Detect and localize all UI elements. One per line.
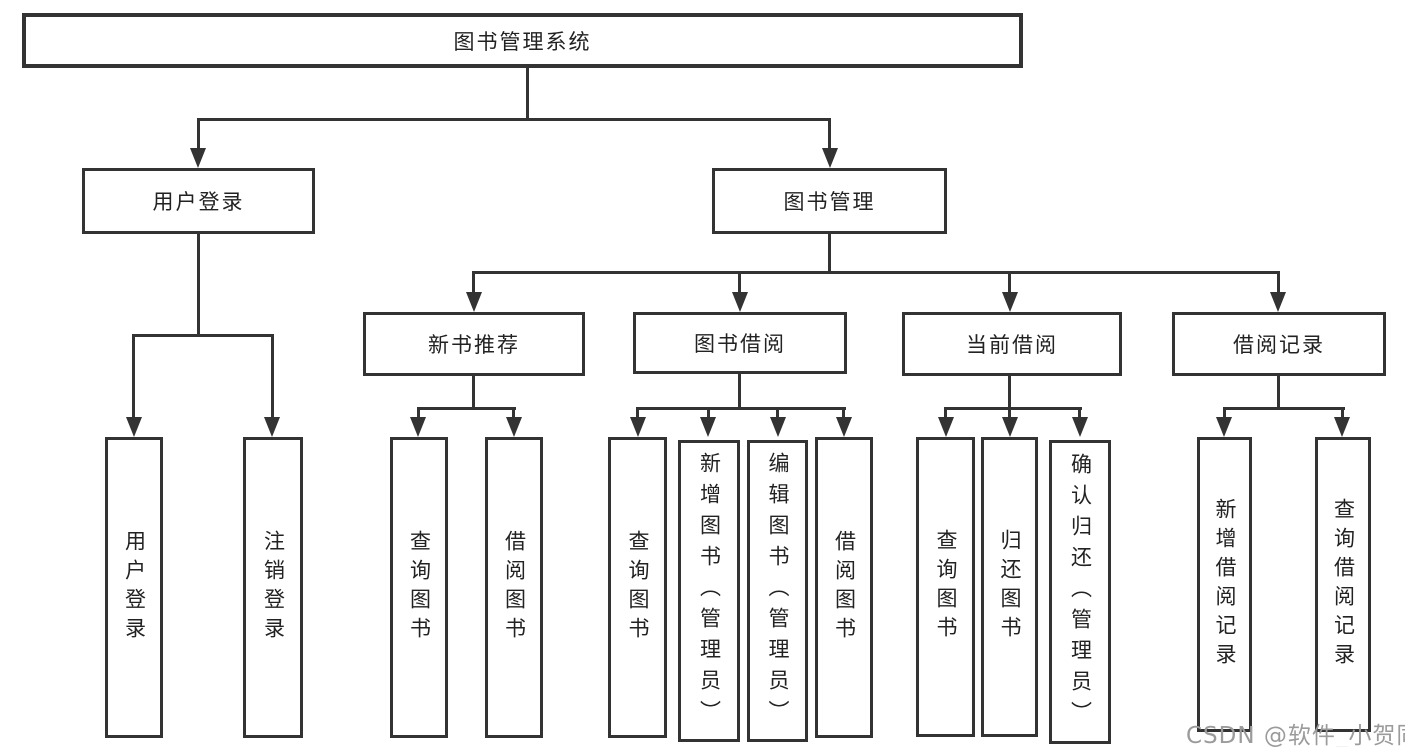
leaf-label: 查询图书 — [934, 529, 958, 645]
arrow-down-icon — [1002, 417, 1018, 437]
connector-line — [1008, 271, 1011, 295]
arrow-down-icon — [1216, 417, 1232, 437]
connector-line — [526, 66, 529, 121]
leaf-records-add-record: 新增借阅记录 — [1197, 437, 1252, 732]
leaf-label: 新增借阅记录 — [1213, 497, 1237, 672]
leaf-label: 查询借阅记录 — [1331, 497, 1356, 672]
leaf-current-return-books: 归还图书 — [981, 437, 1038, 737]
connector-line — [472, 271, 1280, 274]
leaf-label: 借阅图书 — [832, 529, 857, 646]
arrow-down-icon — [1270, 292, 1286, 312]
connector-line — [828, 118, 831, 151]
connector-line — [707, 407, 710, 419]
leaf-current-query-books: 查询图书 — [916, 437, 975, 737]
connector-line — [417, 407, 420, 419]
watermark: CSDN @软件_小贺同学 — [1186, 723, 1405, 747]
node-label: 新书推荐 — [428, 333, 520, 357]
arrow-down-icon — [700, 417, 716, 437]
leaf-logout: 注销登录 — [243, 437, 303, 738]
leaf-recommend-borrow-books: 借阅图书 — [485, 437, 543, 738]
connector-line — [828, 233, 831, 273]
connector-line — [738, 271, 741, 295]
leaf-label: 归还图书 — [998, 529, 1022, 645]
connector-line — [776, 407, 779, 419]
node-current-borrowing: 当前借阅 — [902, 312, 1122, 376]
connector-line — [132, 334, 274, 337]
node-book-borrowing: 图书借阅 — [633, 312, 847, 374]
node-label: 图书管理系统 — [453, 29, 592, 54]
leaf-borrowing-add-books-admin: 新增图书（管理员） — [678, 440, 740, 742]
arrow-down-icon — [938, 417, 954, 437]
connector-line — [1078, 407, 1081, 419]
connector-line — [197, 118, 200, 151]
node-root-library-system: 图书管理系统 — [22, 13, 1023, 68]
connector-line — [1008, 375, 1011, 421]
connector-line — [636, 407, 846, 410]
leaf-current-confirm-return-admin: 确认归还（管理员） — [1049, 440, 1111, 744]
connector-line — [197, 118, 831, 121]
arrow-down-icon — [126, 417, 142, 437]
connector-line — [1223, 407, 1345, 410]
arrow-down-icon — [1002, 292, 1018, 312]
connector-line — [1341, 407, 1344, 419]
connector-line — [1223, 407, 1226, 419]
leaf-label: 查询图书 — [626, 529, 650, 646]
connector-line — [944, 407, 1082, 410]
arrow-down-icon — [732, 292, 748, 312]
leaf-borrowing-borrow-books: 借阅图书 — [815, 437, 873, 738]
node-label: 用户登录 — [152, 190, 245, 214]
node-label: 图书借阅 — [694, 332, 786, 356]
leaf-user-login: 用户登录 — [105, 437, 163, 738]
arrow-down-icon — [630, 417, 646, 437]
leaf-label: 用户登录 — [122, 529, 147, 646]
connector-line — [271, 334, 274, 420]
arrow-down-icon — [410, 417, 426, 437]
leaf-borrowing-query-books: 查询图书 — [608, 437, 667, 738]
connector-line — [1277, 375, 1280, 409]
node-user-login: 用户登录 — [82, 168, 315, 234]
connector-line — [1277, 271, 1280, 295]
connector-line — [636, 407, 639, 419]
leaf-label: 编辑图书（管理员） — [766, 451, 790, 731]
arrow-down-icon — [264, 417, 280, 437]
connector-line — [417, 407, 516, 410]
arrow-down-icon — [836, 417, 852, 437]
node-borrowing-records: 借阅记录 — [1172, 312, 1386, 376]
connector-line — [842, 407, 845, 419]
leaf-borrowing-edit-books-admin: 编辑图书（管理员） — [747, 440, 808, 742]
arrow-down-icon — [770, 417, 786, 437]
connector-line — [132, 334, 135, 420]
node-label: 借阅记录 — [1233, 333, 1325, 357]
connector-line — [197, 233, 200, 336]
connector-line — [512, 407, 515, 419]
arrow-down-icon — [1072, 417, 1088, 437]
connector-line — [472, 271, 475, 295]
node-book-management: 图书管理 — [712, 168, 947, 234]
leaf-label: 查询图书 — [407, 529, 432, 646]
node-label: 图书管理 — [783, 190, 876, 214]
leaf-label: 确认归还（管理员） — [1068, 452, 1093, 732]
arrow-down-icon — [506, 417, 522, 437]
arrow-down-icon — [1334, 417, 1350, 437]
leaf-label: 借阅图书 — [502, 529, 527, 646]
leaf-label: 新增图书（管理员） — [697, 451, 722, 731]
arrow-down-icon — [190, 148, 206, 168]
leaf-records-query-record: 查询借阅记录 — [1315, 437, 1371, 732]
connector-line — [738, 373, 741, 409]
connector-line — [944, 407, 947, 419]
leaf-label: 注销登录 — [261, 529, 286, 646]
connector-line — [472, 375, 475, 409]
leaf-recommend-query-books: 查询图书 — [390, 437, 448, 738]
node-label: 当前借阅 — [966, 333, 1058, 357]
node-new-book-recommend: 新书推荐 — [363, 312, 585, 376]
arrow-down-icon — [466, 292, 482, 312]
arrow-down-icon — [822, 148, 838, 168]
